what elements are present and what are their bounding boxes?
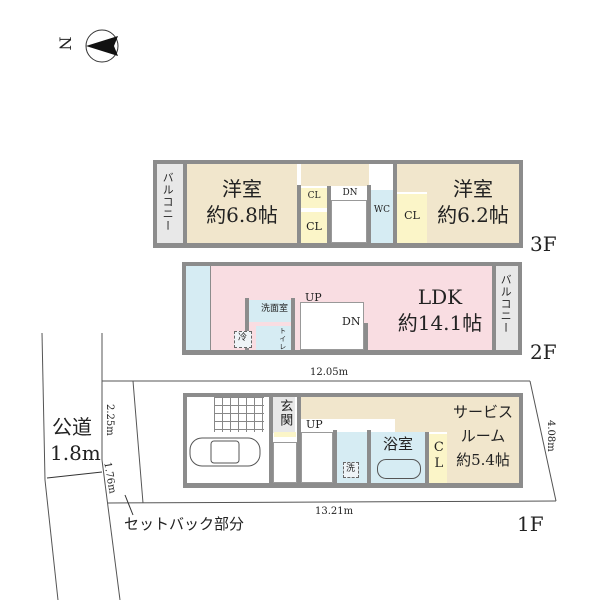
stairs-1f — [301, 432, 333, 483]
stairs-3f: DN — [331, 188, 367, 243]
hall-1f — [301, 397, 395, 419]
kitchen-counter — [186, 266, 210, 350]
washer-1f: 洗 — [343, 462, 359, 478]
compass: N — [56, 28, 128, 64]
north-arrow-icon — [85, 29, 119, 63]
dim-left-upper: 2.25m — [104, 404, 115, 436]
road-label: 公道 — [52, 415, 92, 439]
closet-c-3f: CL — [397, 194, 427, 243]
room-west-3f: 洋室 約6.8帖 — [187, 164, 297, 243]
tile-area — [214, 397, 264, 432]
room-east-3f: 洋室 約6.2帖 — [427, 164, 519, 243]
bath-1f: 浴室 — [371, 432, 425, 483]
service-room-1f — [395, 397, 519, 432]
floor-tag-2f: 2F — [530, 340, 557, 364]
closet-b-3f: CL — [301, 212, 327, 243]
closet-1f: CL — [429, 434, 447, 483]
car-icon — [189, 437, 261, 467]
balcony-2f: バルコニー — [496, 266, 518, 350]
washroom-2f: 洗面室 — [249, 300, 291, 322]
wc-3f: WC — [371, 190, 393, 243]
toilet-2f: トイレ — [256, 326, 291, 351]
hall-3f — [301, 164, 369, 186]
entrance-1f: 玄関 — [273, 397, 295, 433]
fridge-2f: 冷 — [234, 331, 252, 348]
bathtub-icon — [377, 459, 421, 479]
road-width: 1.8m — [50, 441, 101, 465]
dim-bottom: 13.21m — [315, 506, 354, 517]
setback-label: セットバック部分 — [124, 515, 245, 533]
dim-top: 12.05m — [310, 367, 349, 378]
floor-tag-1f: 1F — [517, 512, 544, 536]
balcony-3f: バルコニー — [157, 164, 183, 243]
stairs-2f — [300, 302, 364, 350]
dim-right: 4.08m — [545, 420, 556, 452]
floor-tag-3f: 3F — [530, 232, 557, 256]
closet-a-3f: CL — [301, 188, 327, 208]
